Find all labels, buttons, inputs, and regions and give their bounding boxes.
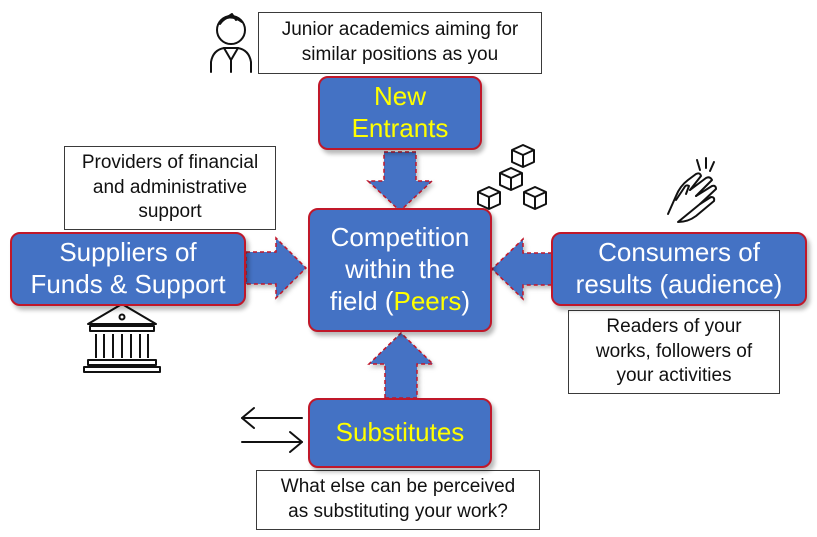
note-what-else-line2: as substituting your work? <box>288 501 508 522</box>
note-providers-line3: support <box>138 201 202 223</box>
peers-highlight: Peers <box>393 285 462 316</box>
competition-box: Competition within the field (Peers) <box>308 208 492 332</box>
note-junior-line1: Junior academics aiming for <box>281 19 519 41</box>
person-icon <box>210 13 252 73</box>
swap-arrows-icon <box>241 407 303 453</box>
clapping-hands-icon <box>667 157 717 223</box>
competition-line3: field (Peers) <box>330 286 470 318</box>
substitutes-box: Substitutes <box>308 398 492 468</box>
consumers-line2: results (audience) <box>575 269 783 299</box>
suppliers-box: Suppliers of Funds & Support <box>10 232 246 306</box>
note-providers-line2: and administrative <box>92 176 248 198</box>
arrow-consumers-to-competition <box>490 237 553 301</box>
consumers-line1: Consumers of <box>598 237 760 268</box>
substitutes-label: Substitutes <box>335 417 465 448</box>
competition-line3-post: ) <box>461 285 471 316</box>
note-readers-line2: works, followers of <box>595 340 753 362</box>
arrow-suppliers-to-competition <box>245 236 308 300</box>
note-readers-line1: Readers of your <box>606 315 742 337</box>
note-providers: Providers of financial and administrativ… <box>64 146 276 230</box>
competition-line1: Competition <box>330 222 470 253</box>
note-providers-line1: Providers of financial <box>81 151 259 173</box>
suppliers-line2: Funds & Support <box>30 269 226 299</box>
blocks-icon <box>477 144 547 210</box>
note-readers-line3: your activities <box>616 365 732 387</box>
consumers-box: Consumers of results (audience) <box>551 232 807 306</box>
note-junior-line2: similar positions as you <box>301 44 499 65</box>
institution-icon <box>83 303 161 373</box>
competition-line3-pre: field ( <box>329 285 394 316</box>
new-entrants-line2: Entrants <box>351 113 449 143</box>
new-entrants-box: New Entrants <box>318 76 482 150</box>
competition-line2: within the <box>345 254 455 285</box>
arrow-new-entrants-to-competition <box>366 151 434 213</box>
suppliers-line1: Suppliers of <box>59 237 197 268</box>
note-what-else: What else can be perceived as substituti… <box>256 470 540 530</box>
note-readers: Readers of your works, followers of your… <box>568 310 780 394</box>
arrow-substitutes-to-competition <box>367 331 435 399</box>
note-what-else-line1: What else can be perceived <box>280 476 516 498</box>
note-junior-academics: Junior academics aiming for similar posi… <box>258 12 542 74</box>
new-entrants-line1: New <box>373 81 426 112</box>
